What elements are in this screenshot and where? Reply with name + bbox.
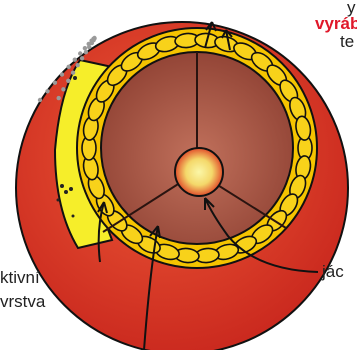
eruption-dot bbox=[84, 50, 88, 54]
eruption-dot bbox=[83, 46, 87, 50]
core bbox=[175, 148, 223, 196]
eruption-dot bbox=[73, 58, 77, 62]
production-label-fragment: vyráb bbox=[315, 14, 357, 34]
eruption-dot bbox=[90, 41, 94, 45]
eruption-dot bbox=[71, 71, 75, 75]
eruption-dot bbox=[57, 96, 61, 100]
eruption-dot bbox=[66, 79, 70, 83]
energy-label-fragment: te bbox=[340, 32, 354, 52]
eruption-dot bbox=[78, 51, 82, 55]
eruption-dot bbox=[53, 81, 57, 85]
eruption-dot bbox=[76, 63, 80, 67]
convective-layer-label-1: ktivní bbox=[0, 268, 40, 288]
eruption-dot bbox=[45, 89, 49, 93]
eruption-dot bbox=[60, 72, 64, 76]
eruption-dot bbox=[38, 98, 42, 102]
core-label-fragment: jác bbox=[322, 262, 344, 282]
convective-layer-label-2: vrstva bbox=[0, 292, 45, 312]
eruption-dot bbox=[80, 56, 84, 60]
eruption-dot bbox=[87, 45, 91, 49]
eruption-dot bbox=[67, 65, 71, 69]
eruption-dot bbox=[61, 87, 65, 91]
